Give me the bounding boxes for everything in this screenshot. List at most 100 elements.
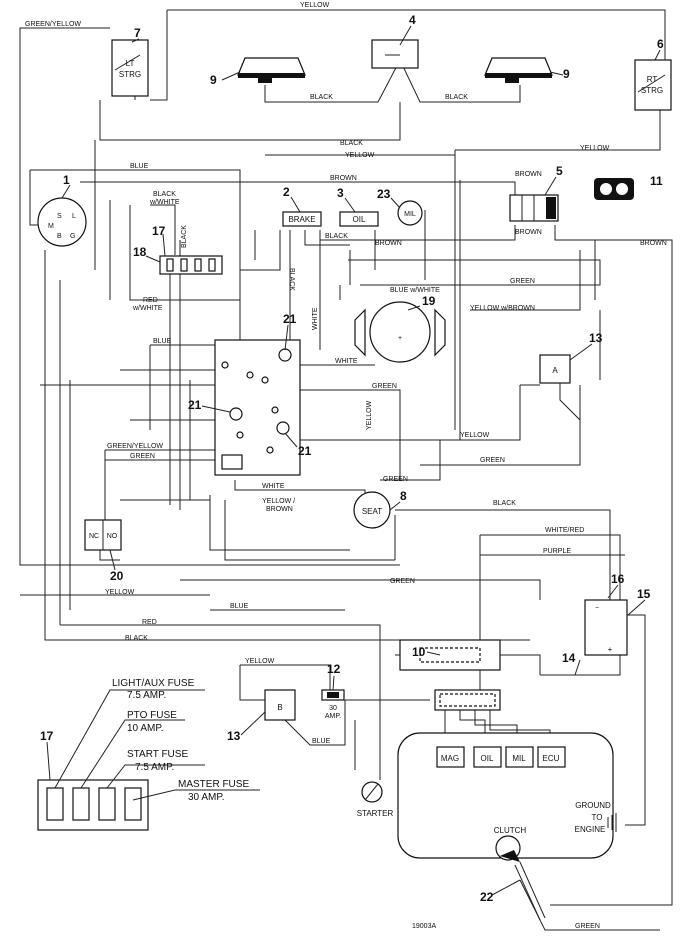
svg-text:GROUND: GROUND xyxy=(575,801,611,810)
svg-text:9: 9 xyxy=(210,73,217,87)
wire-labels: YELLOW GREEN/YELLOW BLACK BLACK BLACK YE… xyxy=(25,2,667,930)
svg-text:MAG: MAG xyxy=(441,754,459,763)
svg-text:23: 23 xyxy=(377,187,391,201)
svg-text:WHITE: WHITE xyxy=(312,307,319,330)
svg-text:11: 11 xyxy=(650,174,663,188)
svg-text:BLUE: BLUE xyxy=(130,163,149,170)
svg-text:5: 5 xyxy=(556,164,563,178)
svg-text:YELLOW: YELLOW xyxy=(366,400,373,430)
component-lt-strg: LT STRG xyxy=(111,39,149,97)
svg-text:BLACK: BLACK xyxy=(493,500,516,507)
svg-text:1: 1 xyxy=(63,173,70,187)
fuse-12: 30 AMP. xyxy=(321,689,345,720)
engine-outline: MAG OIL MIL ECU GROUND TO ENGINE xyxy=(397,732,617,859)
starter: STARTER xyxy=(357,781,394,818)
mil-light: MIL xyxy=(397,200,423,226)
svg-text:STARTER: STARTER xyxy=(357,809,394,818)
svg-text:L: L xyxy=(72,213,76,220)
svg-text:OIL: OIL xyxy=(353,215,366,224)
svg-text:AMP.: AMP. xyxy=(325,713,341,720)
hour-meter-19: + xyxy=(354,301,446,363)
pto-switch-block-21 xyxy=(214,339,301,476)
svg-text:30 AMP.: 30 AMP. xyxy=(188,792,225,803)
svg-text:STRG: STRG xyxy=(119,70,141,79)
svg-text:RED: RED xyxy=(143,297,158,304)
svg-text:CLUTCH: CLUTCH xyxy=(494,826,527,835)
svg-text:GREEN: GREEN xyxy=(383,476,408,483)
svg-text:ENGINE: ENGINE xyxy=(575,825,606,834)
svg-text:BLACK: BLACK xyxy=(445,94,468,101)
fuse-labels: LIGHT/AUX FUSE 7.5 AMP. PTO FUSE 10 AMP.… xyxy=(112,678,249,803)
svg-text:19: 19 xyxy=(422,294,436,308)
svg-text:12: 12 xyxy=(327,662,341,676)
svg-text:NO: NO xyxy=(107,533,118,540)
svg-text:MIL: MIL xyxy=(404,211,416,218)
svg-text:B: B xyxy=(277,703,282,712)
svg-text:YELLOW: YELLOW xyxy=(245,658,275,665)
callouts: 1 2 3 4 5 6 7 8 9 9 10 11 12 13 13 14 15… xyxy=(40,13,664,904)
svg-text:BLUE: BLUE xyxy=(153,338,172,345)
svg-text:BRAKE: BRAKE xyxy=(288,215,315,224)
component-4-switch xyxy=(371,39,419,69)
svg-text:BROWN: BROWN xyxy=(266,506,293,513)
svg-text:GREEN: GREEN xyxy=(510,278,535,285)
relay-10 xyxy=(399,639,501,671)
svg-text:GREEN/YELLOW: GREEN/YELLOW xyxy=(107,443,163,450)
svg-text:BLUE w/WHITE: BLUE w/WHITE xyxy=(390,287,440,294)
svg-text:GREEN: GREEN xyxy=(130,453,155,460)
svg-text:BLUE: BLUE xyxy=(312,738,331,745)
svg-text:22: 22 xyxy=(480,890,494,904)
svg-text:GREEN: GREEN xyxy=(390,578,415,585)
svg-text:6: 6 xyxy=(657,37,664,51)
drawing-number: 19003A xyxy=(412,923,436,930)
svg-text:w/WHITE: w/WHITE xyxy=(149,199,180,206)
svg-text:30: 30 xyxy=(329,705,337,712)
svg-text:YELLOW: YELLOW xyxy=(345,152,375,159)
svg-text:WHITE: WHITE xyxy=(335,358,358,365)
connector-11 xyxy=(594,178,634,200)
svg-text:BLACK: BLACK xyxy=(181,225,188,248)
svg-text:YELLOW: YELLOW xyxy=(460,432,490,439)
svg-text:9: 9 xyxy=(563,67,570,81)
svg-text:YELLOW w/BROWN: YELLOW w/BROWN xyxy=(470,305,535,312)
svg-text:21: 21 xyxy=(188,398,202,412)
battery: − + xyxy=(584,599,628,656)
svg-text:BROWN: BROWN xyxy=(515,229,542,236)
svg-text:PTO FUSE: PTO FUSE xyxy=(127,710,177,721)
svg-text:BROWN: BROWN xyxy=(330,175,357,182)
svg-text:PURPLE: PURPLE xyxy=(543,548,571,555)
svg-text:YELLOW: YELLOW xyxy=(300,2,330,9)
oil-light: OIL xyxy=(339,211,379,227)
svg-text:GREEN: GREEN xyxy=(372,383,397,390)
svg-text:+: + xyxy=(398,335,402,342)
svg-text:A: A xyxy=(552,366,558,375)
svg-text:GREEN: GREEN xyxy=(575,923,600,930)
svg-text:13: 13 xyxy=(589,331,603,345)
svg-text:STRG: STRG xyxy=(641,86,663,95)
svg-text:NC: NC xyxy=(89,533,99,540)
svg-text:8: 8 xyxy=(400,489,407,503)
interlock-20: NC NO xyxy=(84,519,122,551)
svg-text:13: 13 xyxy=(227,729,241,743)
svg-text:21: 21 xyxy=(283,312,297,326)
fuse-block-17 xyxy=(37,689,260,831)
svg-text:BROWN: BROWN xyxy=(640,240,667,247)
svg-text:S: S xyxy=(57,213,62,220)
svg-text:14: 14 xyxy=(562,651,576,665)
svg-text:15: 15 xyxy=(637,587,651,601)
svg-text:17: 17 xyxy=(152,224,166,238)
connector-18 xyxy=(159,255,223,275)
svg-text:BLACK: BLACK xyxy=(325,233,348,240)
headlight-left xyxy=(237,57,306,83)
svg-text:BROWN: BROWN xyxy=(515,171,542,178)
relay-b-13: B xyxy=(264,689,296,721)
svg-text:4: 4 xyxy=(409,13,416,27)
ignition-switch: S L M B G xyxy=(37,197,87,247)
svg-text:BLUE: BLUE xyxy=(230,603,249,610)
brake-switch: BRAKE xyxy=(282,211,322,227)
svg-text:BLACK: BLACK xyxy=(288,268,295,291)
svg-text:START FUSE: START FUSE xyxy=(127,749,188,760)
svg-text:SEAT: SEAT xyxy=(362,507,382,516)
svg-text:+: + xyxy=(608,645,613,654)
